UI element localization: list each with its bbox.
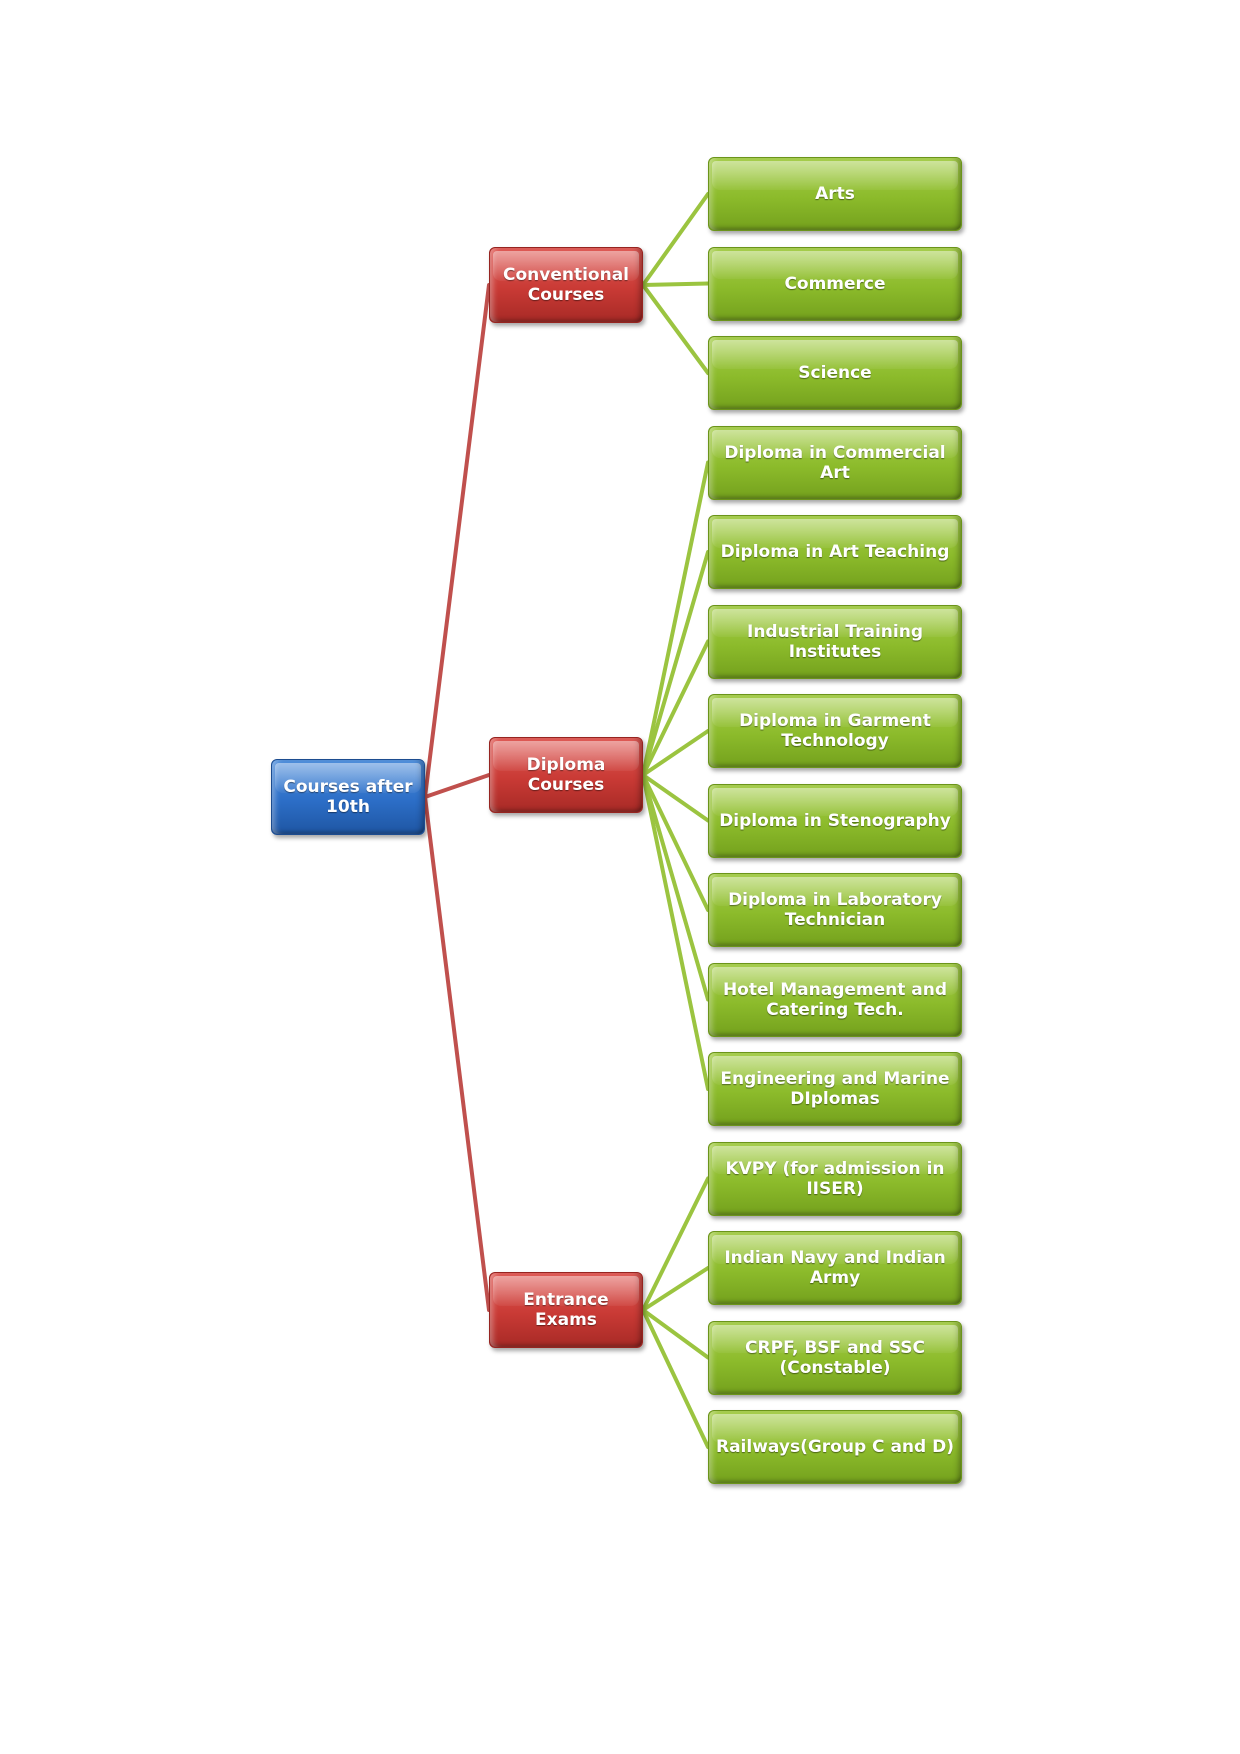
node-label: Hotel Management and Catering Tech. [722, 979, 948, 1020]
node-label: Diploma Courses [526, 755, 606, 795]
branch-connector [641, 283, 710, 375]
node-crpf-bsf-ssc: CRPF, BSF and SSC (Constable) [708, 1320, 962, 1395]
node-label: Diploma in Laboratory Technician [728, 890, 942, 930]
node-label: Entrance Exams [523, 1290, 609, 1330]
node-label: CRPF, BSF and SSC (Constable) [745, 1337, 925, 1378]
node-conventional-courses: Conventional Courses [489, 247, 643, 323]
root-connector [423, 773, 491, 799]
node-label: Diploma in Art Teaching [720, 542, 950, 562]
node-label: Science [798, 363, 872, 383]
node-hotel-management: Hotel Management and Catering Tech. [708, 962, 962, 1037]
node-science: Science [708, 336, 962, 410]
node-kvpy: KVPY (for admission in IISER) [708, 1141, 962, 1216]
branch-connector [641, 639, 710, 777]
node-label: Railways(Group C and D) [716, 1437, 954, 1457]
node-root-label: Courses after 10th [283, 777, 413, 817]
node-diploma-stenography: Diploma in Stenography [708, 783, 962, 858]
branch-connector [641, 729, 710, 777]
node-label: Conventional Courses [502, 265, 629, 305]
branch-connector [641, 773, 710, 823]
node-label: Indian Navy and Indian Army [724, 1248, 946, 1288]
node-label: Diploma in Garment Technology [739, 711, 931, 751]
node-root: Courses after 10th [271, 759, 425, 835]
node-label: KVPY (for admission in IISER) [725, 1158, 945, 1199]
node-industrial-training-institutes: Industrial Training Institutes [708, 604, 962, 679]
branch-connector [641, 1308, 710, 1360]
node-entrance-exams: Entrance Exams [489, 1272, 643, 1348]
node-label: Commerce [784, 273, 886, 294]
node-label: Arts [815, 184, 855, 204]
branch-connector [641, 192, 710, 287]
node-label: Industrial Training Institutes [747, 621, 923, 662]
branch-connector [641, 773, 710, 912]
branch-connector [641, 773, 710, 1091]
branch-connector [641, 773, 710, 1002]
root-connector [423, 795, 491, 1312]
node-label: Engineering and Marine DIplomas [720, 1069, 950, 1109]
node-label: Diploma in Stenography [719, 810, 951, 831]
branch-connector [641, 1308, 710, 1449]
node-railways: Railways(Group C and D) [708, 1410, 962, 1484]
branch-connector [641, 1266, 710, 1312]
branch-connector [641, 281, 710, 287]
node-commerce: Commerce [708, 246, 962, 321]
node-label: Diploma in Commercial Art [724, 442, 946, 483]
node-engineering-marine-diplomas: Engineering and Marine DIplomas [708, 1052, 962, 1126]
root-connector [423, 283, 491, 799]
branch-connector [641, 460, 710, 777]
node-diploma-art-teaching: Diploma in Art Teaching [708, 515, 962, 589]
node-diploma-commercial-art: Diploma in Commercial Art [708, 425, 962, 500]
node-arts: Arts [708, 157, 962, 231]
node-diploma-garment-technology: Diploma in Garment Technology [708, 694, 962, 768]
branch-connector [641, 1176, 710, 1312]
node-diploma-laboratory-technician: Diploma in Laboratory Technician [708, 873, 962, 947]
node-diploma-courses: Diploma Courses [489, 737, 643, 813]
branch-connector [641, 550, 710, 777]
node-indian-navy-army: Indian Navy and Indian Army [708, 1231, 962, 1305]
